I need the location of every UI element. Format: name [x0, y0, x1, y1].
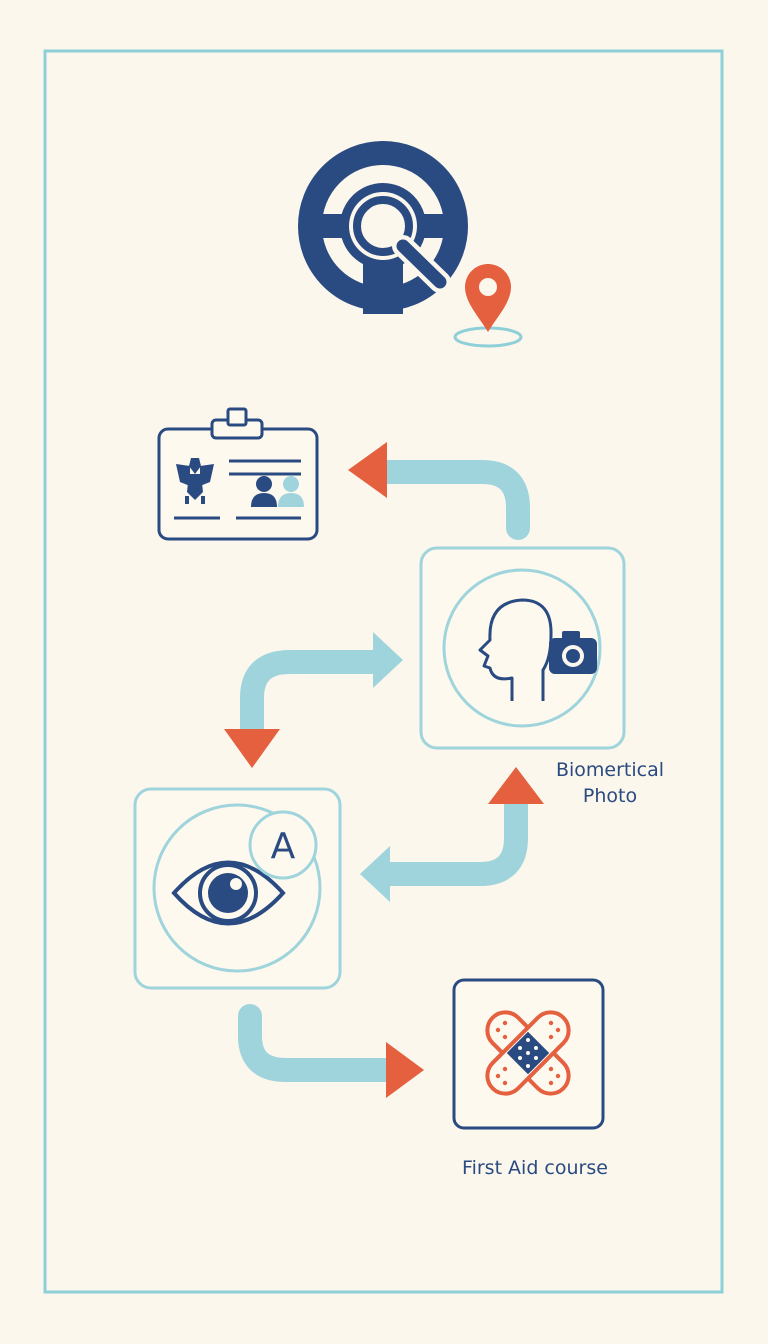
first-aid-bandage-icon: [452, 978, 605, 1130]
arrow-eye-to-firstaid: [238, 1004, 424, 1098]
eye-test-icon: A: [133, 787, 342, 990]
steering-wheel-magnifier-icon: [298, 141, 468, 314]
arrow-photo-eye-return: [360, 767, 544, 902]
biometric-photo-icon: [419, 546, 626, 750]
eagle-emblem-icon: [176, 458, 214, 504]
biometric-photo-label-line1: Biomertical: [555, 759, 665, 781]
location-pin-icon: [453, 264, 523, 348]
eye-badge: [248, 810, 318, 880]
first-aid-label: First Aid course: [462, 1157, 608, 1179]
eye-badge-letter: A: [271, 826, 296, 867]
id-card-icon: [157, 407, 319, 541]
arrow-eye-to-photo: [224, 632, 403, 768]
biometric-photo-label: Biomertical Photo: [530, 757, 690, 809]
arrow-photo-to-idcard: [348, 442, 530, 540]
camera-icon: [549, 631, 597, 674]
outer-frame: [43, 49, 724, 1294]
biometric-photo-label-line2: Photo: [582, 785, 638, 807]
